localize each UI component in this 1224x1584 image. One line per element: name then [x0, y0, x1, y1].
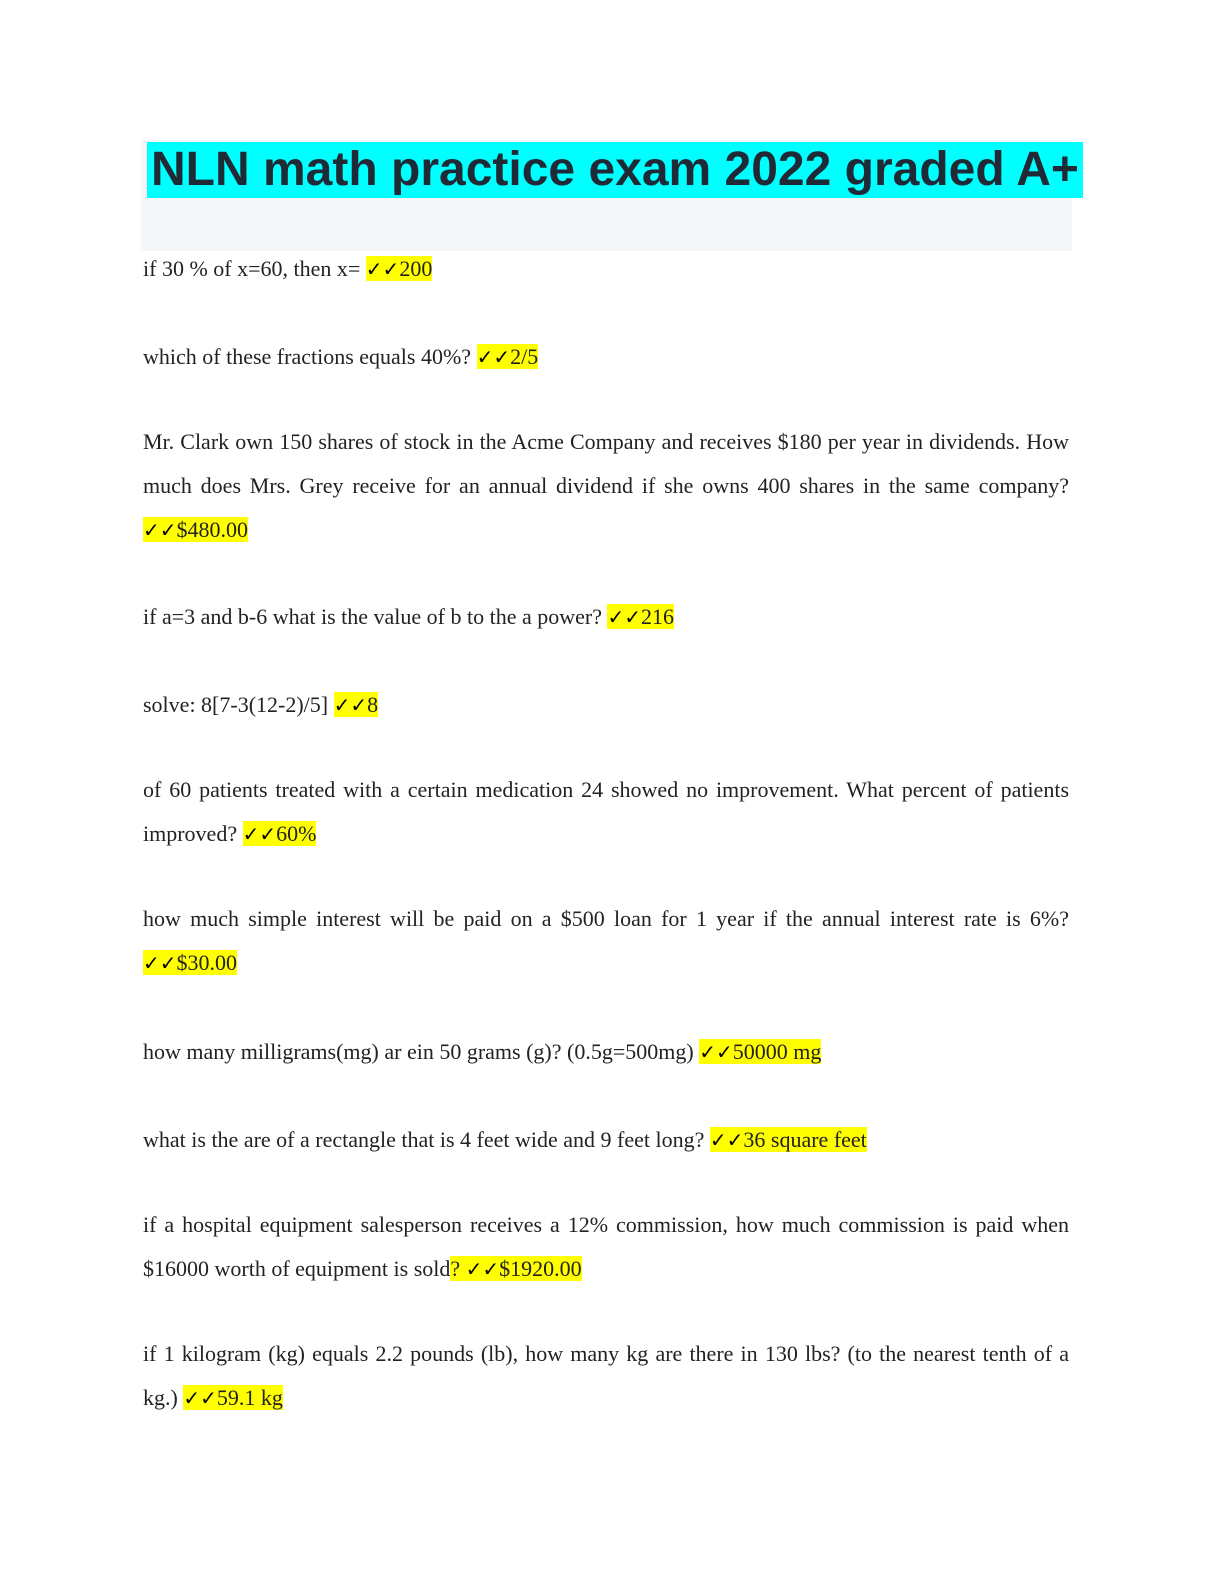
answer-text: 8	[367, 692, 379, 717]
answer-highlight: ✓✓$30.00	[143, 950, 238, 975]
answer-highlight: ✓✓216	[607, 604, 674, 629]
answer-highlight: ? ✓✓$1920.00	[450, 1256, 582, 1281]
question-text: how much simple interest will be paid on…	[143, 906, 1069, 931]
answer-highlight: ✓✓2/5	[476, 344, 539, 369]
answer-text: 60%	[276, 821, 317, 846]
answer-highlight: ✓✓8	[333, 692, 379, 717]
answer-highlight: ✓✓$480.00	[143, 517, 249, 542]
question-item-9: what is the are of a rectangle that is 4…	[143, 1118, 1069, 1162]
answer-highlight: ✓✓200	[365, 256, 433, 281]
double-check-icon: ✓✓	[709, 1128, 744, 1152]
question-item-1: if 30 % of x=60, then x= ✓✓200	[143, 247, 1069, 291]
answer-text: $480.00	[176, 517, 249, 542]
question-text: what is the are of a rectangle that is 4…	[143, 1127, 710, 1152]
answer-text: $30.00	[176, 950, 238, 975]
answer-highlight: ✓✓50000 mg	[699, 1039, 822, 1064]
question-text: solve: 8[7-3(12-2)/5]	[143, 692, 334, 717]
double-check-icon: ✓✓	[143, 951, 177, 975]
page-title: NLN math practice exam 2022 graded A+	[147, 142, 1083, 198]
double-check-icon: ✓✓	[607, 605, 641, 629]
question-text: how many milligrams(mg) ar ein 50 grams …	[143, 1039, 700, 1064]
title-block: NLN math practice exam 2022 graded A+	[141, 140, 1083, 251]
question-item-6: of 60 patients treated with a certain me…	[143, 768, 1069, 856]
answer-text: 50000 mg	[732, 1039, 822, 1064]
answer-text: 216	[641, 604, 674, 629]
double-check-icon: ✓✓	[183, 1386, 217, 1410]
double-check-icon: ✓✓	[476, 345, 511, 369]
answer-highlight: ✓✓36 square feet	[709, 1127, 867, 1152]
double-check-icon: ✓✓	[242, 822, 277, 846]
question-item-8: how many milligrams(mg) ar ein 50 grams …	[143, 1030, 1069, 1074]
question-item-5: solve: 8[7-3(12-2)/5] ✓✓8	[143, 683, 1069, 727]
question-item-7: how much simple interest will be paid on…	[143, 897, 1069, 985]
answer-text: 36 square feet	[743, 1127, 867, 1152]
answer-text: 2/5	[510, 344, 539, 369]
question-item-4: if a=3 and b-6 what is the value of b to…	[143, 595, 1069, 639]
double-check-icon: ✓✓	[699, 1040, 733, 1064]
question-item-3: Mr. Clark own 150 shares of stock in the…	[143, 420, 1069, 552]
question-text: if 1 kilogram (kg) equals 2.2 pounds (lb…	[143, 1341, 1069, 1410]
question-item-10: if a hospital equipment salesperson rece…	[143, 1203, 1069, 1291]
question-item-11: if 1 kilogram (kg) equals 2.2 pounds (lb…	[143, 1332, 1069, 1420]
double-check-icon: ✓✓	[365, 257, 400, 281]
question-text: Mr. Clark own 150 shares of stock in the…	[143, 429, 1069, 498]
double-check-icon: ✓✓	[465, 1257, 500, 1281]
question-item-2: which of these fractions equals 40%? ✓✓2…	[143, 335, 1069, 379]
double-check-icon: ✓✓	[333, 693, 368, 717]
question-text: if a=3 and b-6 what is the value of b to…	[143, 604, 608, 629]
question-text: which of these fractions equals 40%?	[143, 344, 477, 369]
answer-text: 59.1 kg	[216, 1385, 283, 1410]
answer-highlight: ✓✓60%	[242, 821, 317, 846]
question-text: if 30 % of x=60, then x=	[143, 256, 366, 281]
question-text: of 60 patients treated with a certain me…	[143, 777, 1069, 846]
answer-text: 200	[399, 256, 433, 281]
question-text: if a hospital equipment salesperson rece…	[143, 1212, 1069, 1281]
answer-highlight: ✓✓59.1 kg	[183, 1385, 283, 1410]
answer-text: $1920.00	[499, 1256, 582, 1281]
double-check-icon: ✓✓	[143, 518, 177, 542]
